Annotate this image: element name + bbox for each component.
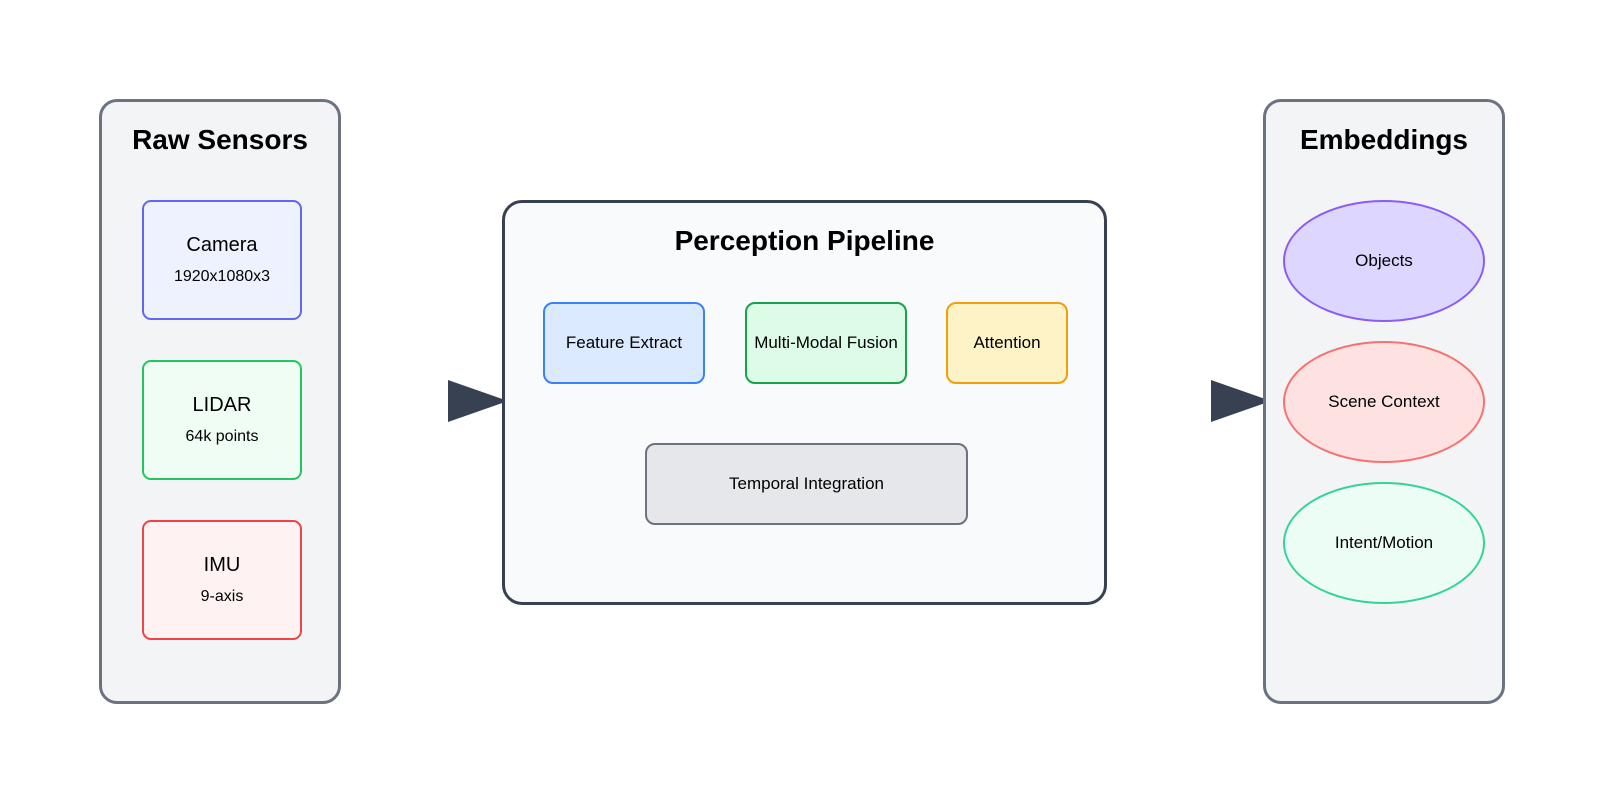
perception-pipeline-panel: Perception Pipeline Feature Extract Mult… (502, 200, 1107, 605)
embedding-objects: Objects (1283, 200, 1485, 322)
embedding-scene-context: Scene Context (1283, 341, 1485, 463)
embeddings-title: Embeddings (1299, 124, 1468, 155)
sensor-lidar: LIDAR 64k points (142, 360, 302, 480)
arrow-sensors-to-pipeline-icon (448, 380, 508, 422)
stage-temporal-integration: Temporal Integration (645, 443, 968, 525)
sensor-camera-name: Camera (186, 234, 258, 256)
sensor-lidar-detail: 64k points (185, 428, 259, 445)
raw-sensors-panel: Raw Sensors Camera 1920x1080x3 LIDAR 64k… (99, 99, 341, 704)
raw-sensors-title: Raw Sensors (132, 124, 308, 155)
sensor-camera-detail: 1920x1080x3 (173, 268, 271, 285)
stage-feature-extract: Feature Extract (543, 302, 705, 384)
sensor-imu-detail: 9-axis (200, 588, 244, 605)
sensor-camera: Camera 1920x1080x3 (142, 200, 302, 320)
arrow-pipeline-to-embeddings-icon (1211, 380, 1271, 422)
sensor-imu-name: IMU (203, 554, 241, 576)
embeddings-panel: Embeddings Objects Scene Context Intent/… (1263, 99, 1505, 704)
sensor-lidar-name: LIDAR (192, 394, 252, 416)
stage-multi-modal-fusion: Multi-Modal Fusion (745, 302, 907, 384)
pipeline-title: Perception Pipeline (674, 225, 935, 256)
sensor-imu: IMU 9-axis (142, 520, 302, 640)
embedding-intent-motion: Intent/Motion (1283, 482, 1485, 604)
stage-attention: Attention (946, 302, 1068, 384)
